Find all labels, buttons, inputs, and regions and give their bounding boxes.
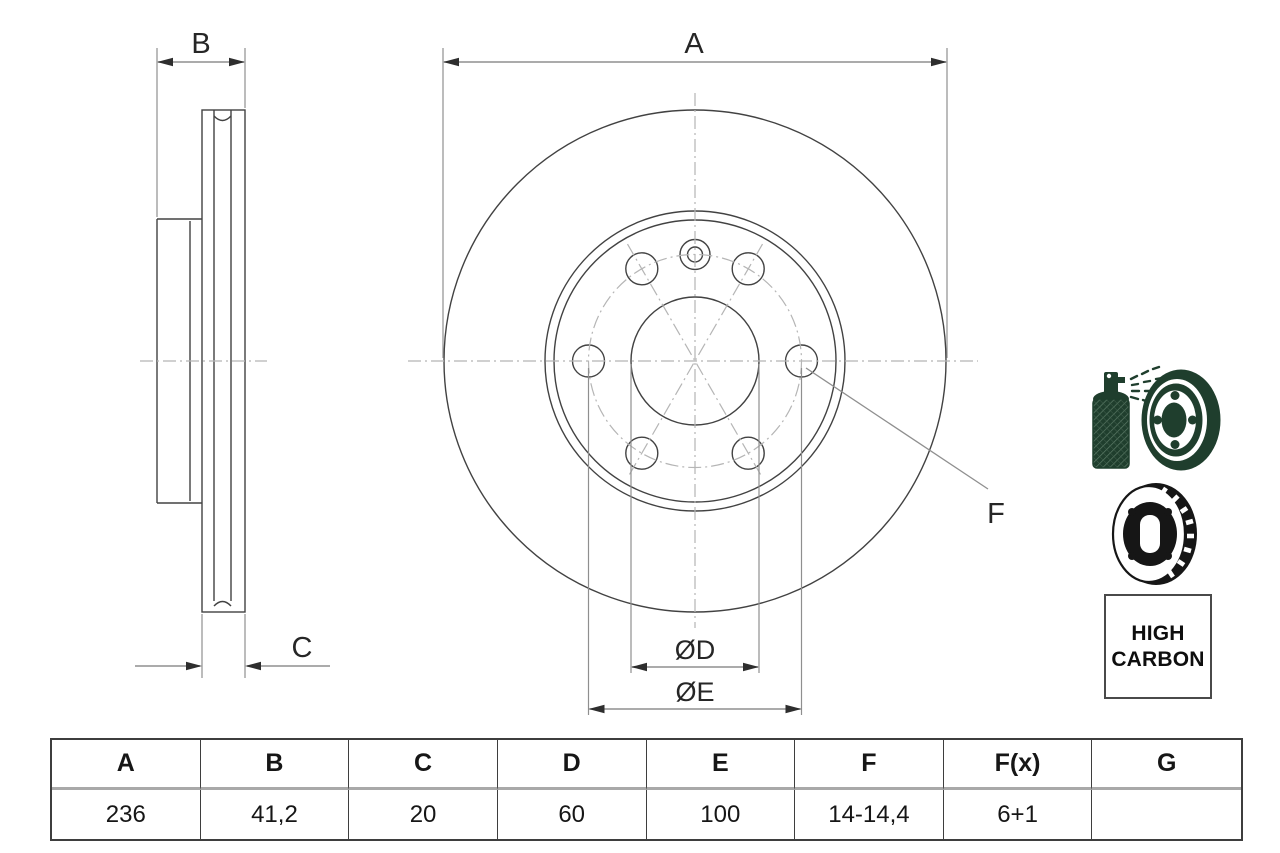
table-value-g xyxy=(1092,790,1241,839)
hub-bolt-hole xyxy=(1164,552,1172,560)
arrowhead-right xyxy=(245,661,261,671)
bolt-circle-centerline xyxy=(587,253,803,469)
vented-disc-3d-icon xyxy=(1111,483,1197,585)
arrowhead-left xyxy=(157,57,173,67)
bolt-hole xyxy=(731,252,765,286)
disc-bolt-hole xyxy=(1188,415,1197,425)
table-header-d: D xyxy=(497,740,647,790)
coated-disc xyxy=(1141,369,1221,471)
dimension-a: A xyxy=(442,28,948,358)
table-header-c: C xyxy=(349,740,498,790)
table-value-c: 20 xyxy=(349,790,498,839)
high-carbon-line2: CARBON xyxy=(1111,647,1205,671)
bolt-hole xyxy=(731,436,765,470)
vent-end-bottom-arc xyxy=(213,600,232,607)
bolt-hole xyxy=(625,436,659,470)
high-carbon-badge: HIGH CARBON xyxy=(1104,594,1212,699)
bolt-hole xyxy=(625,252,659,286)
high-carbon-line1: HIGH xyxy=(1131,621,1185,645)
table-header-b: B xyxy=(200,740,350,790)
label-c: C xyxy=(292,632,313,664)
hub-bolt-hole xyxy=(1128,552,1136,560)
arrowhead-left xyxy=(588,704,605,714)
spray-can-cap xyxy=(1104,372,1118,395)
dimension-c: C xyxy=(135,614,330,678)
label-diameter-e: ØE xyxy=(675,677,714,707)
label-a: A xyxy=(684,28,704,60)
spray-can-body xyxy=(1092,398,1130,469)
arrowhead-right xyxy=(743,662,759,672)
table-header-e: E xyxy=(646,740,796,790)
disc-bolt-hole xyxy=(1170,391,1180,400)
table-value-a: 236 xyxy=(52,790,201,839)
leader-line xyxy=(805,367,989,490)
label-f: F xyxy=(987,498,1005,530)
bolt-hole-callout-f: F xyxy=(805,367,1005,530)
table-value-e: 100 xyxy=(647,790,796,839)
table-value-fx: 6+1 xyxy=(944,790,1093,839)
table-value-d: 60 xyxy=(498,790,647,839)
disc-bolt-hole xyxy=(1170,440,1180,449)
dimension-e: ØE xyxy=(587,368,803,715)
spray-can-cap-detail xyxy=(1106,373,1112,379)
diagonal-centerline xyxy=(626,243,764,479)
diagonal-centerline xyxy=(626,243,764,479)
arrowhead-right xyxy=(931,57,947,67)
table-header-a: A xyxy=(52,740,201,790)
dimension-d: ØD xyxy=(630,364,760,673)
arrowhead-right xyxy=(785,704,802,714)
disc-bolt-hole xyxy=(1153,415,1162,425)
table-value-b: 41,2 xyxy=(201,790,350,839)
arrowhead-left xyxy=(186,661,202,671)
table-header-fx: F(x) xyxy=(943,740,1093,790)
spray-coating-disc-icon xyxy=(1092,365,1221,471)
front-view-centerlines xyxy=(408,93,978,628)
label-b: B xyxy=(191,28,210,60)
dimension-b: B xyxy=(156,28,246,217)
vent-end-top-arc xyxy=(213,115,232,122)
table-header-f: F xyxy=(795,740,944,790)
vent-slots xyxy=(1160,486,1194,579)
arrowhead-right xyxy=(229,57,245,67)
hub-bolt-hole xyxy=(1164,508,1172,516)
label-diameter-d: ØD xyxy=(675,635,716,665)
dimension-table: A B C D E F F(x) G 236 41,2 20 60 100 14… xyxy=(50,738,1243,841)
arrowhead-left xyxy=(631,662,647,672)
arrowhead-left xyxy=(443,57,459,67)
table-value-f: 14-14,4 xyxy=(795,790,944,839)
disc-bore xyxy=(1161,402,1187,438)
hub-bolt-hole xyxy=(1128,508,1136,516)
table-header-g: G xyxy=(1092,740,1241,790)
spray-can-nozzle xyxy=(1117,377,1125,383)
hub-bore xyxy=(1140,515,1160,553)
